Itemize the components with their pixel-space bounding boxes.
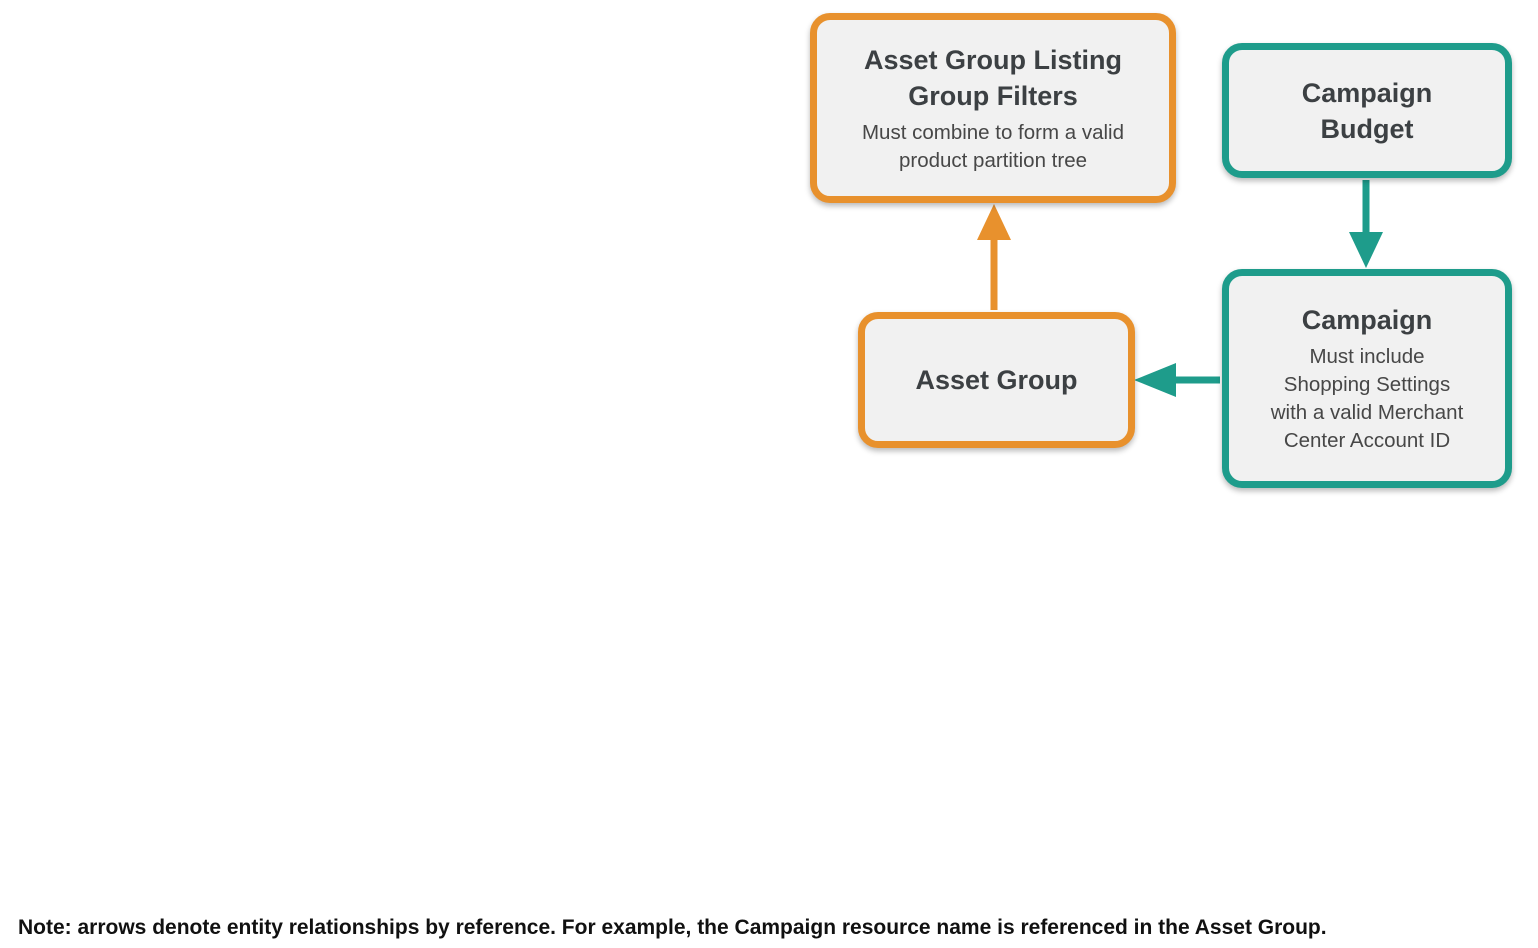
node-subtitle: Must combine to form a valid product par…	[861, 120, 1125, 172]
node-title: Asset Group Listing Group Filters	[863, 44, 1123, 111]
arrow-campaign-to-asset-group	[1134, 363, 1220, 397]
node-subtitle: Must include Shopping Settings with a va…	[1270, 345, 1464, 452]
node-title: Campaign Budget	[1301, 77, 1433, 144]
node-title: Asset Group	[915, 365, 1078, 395]
arrow-asset-group-to-listing-group-filters	[977, 204, 1011, 310]
node-campaign-budget: Campaign Budget	[1222, 43, 1512, 178]
footnote: Note: arrows denote entity relationships…	[18, 916, 1327, 939]
arrow-campaign-budget-to-campaign	[1349, 180, 1383, 268]
node-asset-group-listing-group-filters: Asset Group Listing Group Filters Must c…	[810, 13, 1176, 203]
node-campaign: Campaign Must include Shopping Settings …	[1222, 269, 1512, 488]
node-title: Campaign	[1301, 305, 1433, 335]
node-asset-group: Asset Group	[858, 312, 1135, 448]
